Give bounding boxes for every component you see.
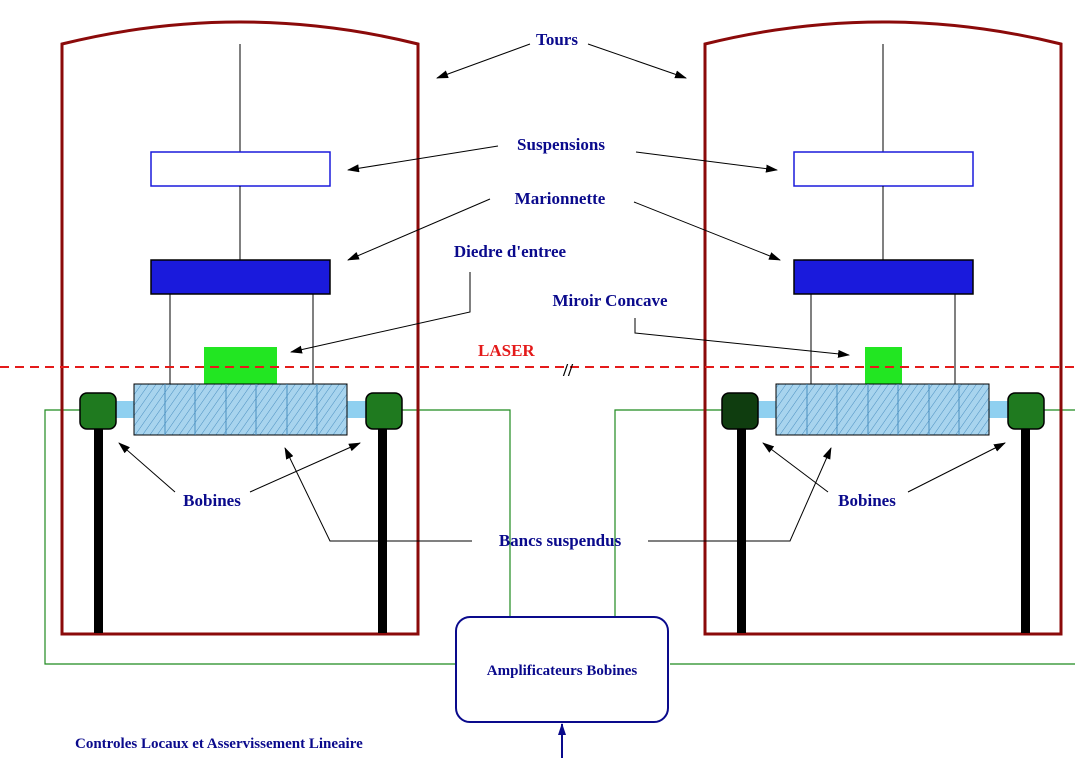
suspensions-arrow-right (635, 151, 778, 173)
bobines-left-arrow-r (249, 442, 361, 493)
miroir-label: Miroir Concave (552, 291, 667, 310)
left-marionnette (150, 259, 331, 295)
left-tower (60, 20, 420, 636)
right-tower (703, 20, 1063, 636)
tours-label: Tours (536, 30, 578, 49)
left-bench-dividers (164, 384, 318, 435)
left-leg-l (94, 428, 103, 633)
left-suspension (150, 151, 331, 187)
miroir-arrow (634, 318, 850, 358)
diedre-label: Diedre d'entree (454, 242, 567, 261)
laser-label: LASER (478, 341, 535, 360)
bancs-arrow-right (648, 447, 832, 542)
left-wiring (44, 409, 511, 665)
marionnette-arrow-right (633, 201, 781, 261)
right-bench-link-l (755, 401, 780, 418)
bancs-label: Bancs suspendus (499, 531, 622, 550)
bobines-left-arrow-l (118, 442, 176, 493)
leader-arrows (118, 43, 1006, 542)
left-bench-link-r (345, 401, 370, 418)
left-coil-r (365, 392, 403, 430)
right-leg-r (1021, 428, 1030, 633)
bobines-left-label: Bobines (183, 491, 241, 510)
diedre-arrow (290, 272, 471, 354)
tours-arrow-right (587, 43, 687, 79)
controles-label: Controles Locaux et Asservissement Linea… (75, 736, 363, 752)
right-tower-outline (703, 20, 1063, 636)
bobines-right-arrow-r (907, 442, 1006, 493)
right-marionnette (793, 259, 974, 295)
right-leg-l (737, 428, 746, 633)
right-coil-l (721, 392, 759, 430)
laser-break-mark: // (562, 360, 574, 380)
marionnette-arrow-left (347, 198, 491, 261)
amplifier-box (455, 616, 669, 723)
bobines-right-label: Bobines (838, 491, 896, 510)
right-coil-r (1007, 392, 1045, 430)
tours-arrow-left (436, 43, 531, 79)
suspensions-label: Suspensions (517, 135, 605, 154)
right-wiring-top (614, 409, 1075, 618)
suspensions-arrow-left (347, 145, 499, 173)
right-suspended-bench (775, 383, 990, 436)
marionnette-label: Marionnette (515, 189, 606, 208)
bancs-arrow-left (284, 447, 472, 542)
left-tower-outline (60, 20, 420, 636)
bobines-right-arrow-l (762, 442, 829, 493)
left-coil-l (79, 392, 117, 430)
left-suspended-bench (133, 383, 348, 436)
right-bench-link-r (988, 401, 1013, 418)
amplifier-label: Amplificateurs Bobines (487, 663, 638, 679)
right-suspension (793, 151, 974, 187)
right-bench-dividers (806, 384, 960, 435)
left-leg-r (378, 428, 387, 633)
